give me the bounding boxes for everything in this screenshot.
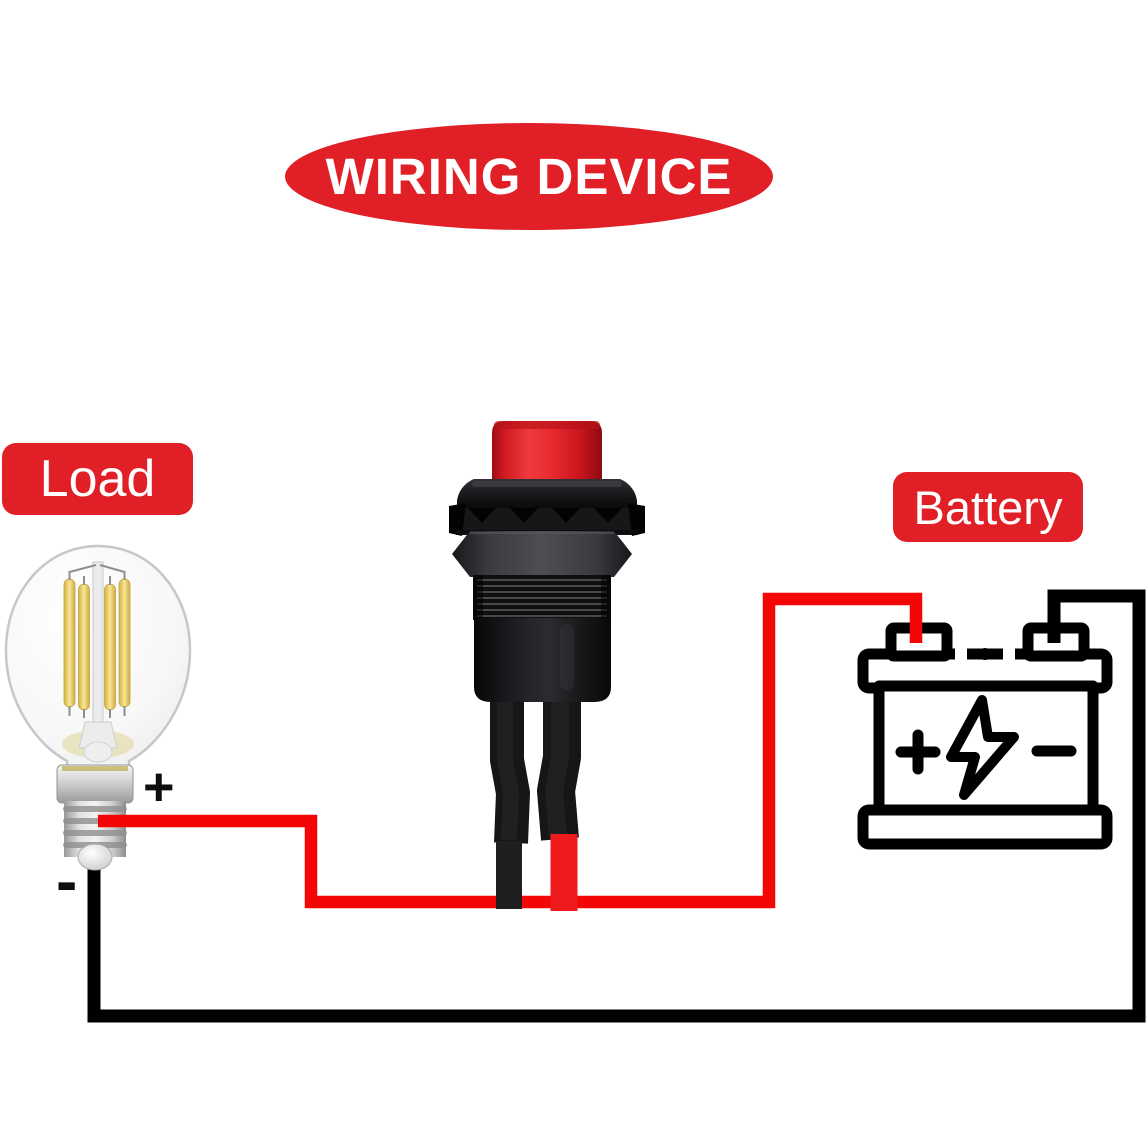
load-positive-symbol: + [143,757,175,817]
battery-lid-gap-right [1003,645,1015,662]
switch-body [474,618,611,702]
red-wire-positive [98,592,923,909]
switch-red-cap[interactable] [492,421,602,479]
filament-support-wires [68,564,126,718]
circuit-wires [87,589,1146,1023]
battery-label: Battery [913,480,1063,534]
switch-bezel-highlight [472,481,622,487]
switch-hex-nut [452,531,632,577]
bulb-stem-flare [78,721,118,749]
load-negative-symbol: - [56,845,77,917]
switch-thread-lines [477,579,607,617]
load-label: Load [39,450,156,508]
switch-cap-top-edge [494,421,600,429]
switch-thread-shade-right [601,575,611,620]
battery-bolt-icon [946,695,1019,800]
switch-lead-right-sheen [545,700,569,837]
battery-lid-dot [979,648,991,660]
battery-plus-icon [895,729,941,775]
bulb-filaments [63,578,131,711]
car-battery-icon [857,622,1113,850]
load-label-badge: Load [2,443,193,515]
bulb-stem-blob [83,741,113,763]
title-badge: WIRING DEVICE [285,123,773,230]
black-wire-negative [87,589,1146,1023]
switch-thread-shade-left [473,575,483,620]
switch-lock-ring-teeth [449,503,645,536]
page-title: WIRING DEVICE [325,148,733,205]
battery-base [857,804,1113,850]
battery-label-badge: Battery [893,472,1083,542]
push-button-switch-icon [449,421,645,911]
bulb-glass-stem [92,561,104,723]
switch-lead-left-sheen [497,700,519,841]
switch-body-sheen [560,624,574,690]
bulb-collar-seam [62,766,128,771]
battery-lid-gap-left [955,645,967,662]
bulb-base-tip [77,843,113,871]
